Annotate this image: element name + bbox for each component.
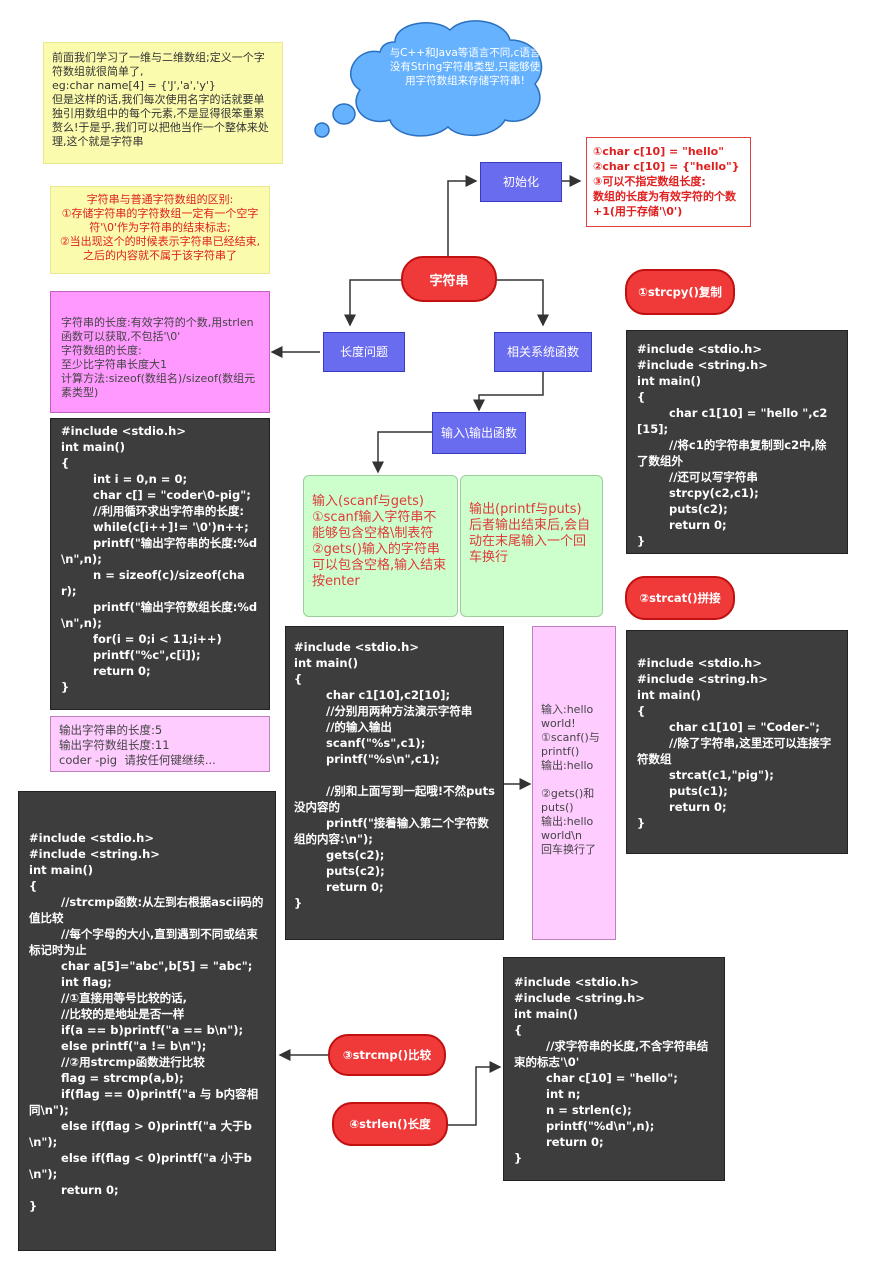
- cloud-text: 与C++和Java等语言不同,c语言没有String字符串类型,只能够使用字符数…: [389, 47, 541, 87]
- io-code: #include <stdio.h> int main() { char c1[…: [285, 626, 504, 940]
- node-length[interactable]: 长度问题: [323, 332, 405, 372]
- node-strcmp[interactable]: ③strcmp()比较: [328, 1034, 446, 1076]
- node-string-center[interactable]: 字符串: [401, 256, 497, 302]
- cloud-shape: [314, 20, 543, 138]
- length-output: 输出字符串的长度:5 输出字符数组长度:11 coder -pig 请按任何键继…: [50, 716, 270, 772]
- edge-strlen-code: [448, 1061, 502, 1126]
- node-io[interactable]: 输入\输出函数: [432, 412, 526, 454]
- node-functions[interactable]: 相关系统函数: [494, 332, 592, 372]
- strlen-code: #include <stdio.h> #include <string.h> i…: [503, 957, 725, 1181]
- node-strlen[interactable]: ④strlen()长度: [332, 1102, 448, 1146]
- intro-note: 前面我们学习了一维与二维数组;定义一个字符数组就很简单了, eg:char na…: [43, 42, 283, 164]
- io-result: 输入:hello world! ①scanf()与printf() 输出:hel…: [532, 626, 616, 940]
- output-note: 输出(printf与puts) 后者输出结束后,会自动在末尾输入一个回车换行: [460, 475, 603, 617]
- init-note: ①char c[10] = "hello" ②char c[10] = {"he…: [586, 137, 751, 227]
- strcat-code: #include <stdio.h> #include <string.h> i…: [626, 630, 848, 854]
- node-strcat[interactable]: ②strcat()拼接: [625, 576, 735, 620]
- edge-io-input: [372, 431, 432, 474]
- edge-center-functions: [496, 279, 549, 327]
- node-init[interactable]: 初始化: [480, 162, 562, 202]
- input-note: 输入(scanf与gets) ①scanf输入字符串不能够包含空格\制表符 ②g…: [303, 475, 458, 617]
- difference-note: 字符串与普通字符数组的区别: ①存储字符串的字符数组一定有一个空字符'\0'作为…: [50, 186, 270, 274]
- length-note: 字符串的长度:有效字符的个数,用strlen函数可以获取,不包括'\0' 字符数…: [50, 291, 270, 413]
- length-code: #include <stdio.h> int main() { int i = …: [50, 418, 270, 710]
- node-strcpy[interactable]: ①strcpy()复制: [625, 269, 735, 315]
- strcpy-code: #include <stdio.h> #include <string.h> i…: [626, 330, 848, 554]
- edge-center-length: [344, 279, 402, 327]
- strcmp-code: #include <stdio.h> #include <string.h> i…: [18, 791, 276, 1251]
- edge-center-init: [447, 175, 478, 258]
- edge-functions-io: [473, 372, 544, 412]
